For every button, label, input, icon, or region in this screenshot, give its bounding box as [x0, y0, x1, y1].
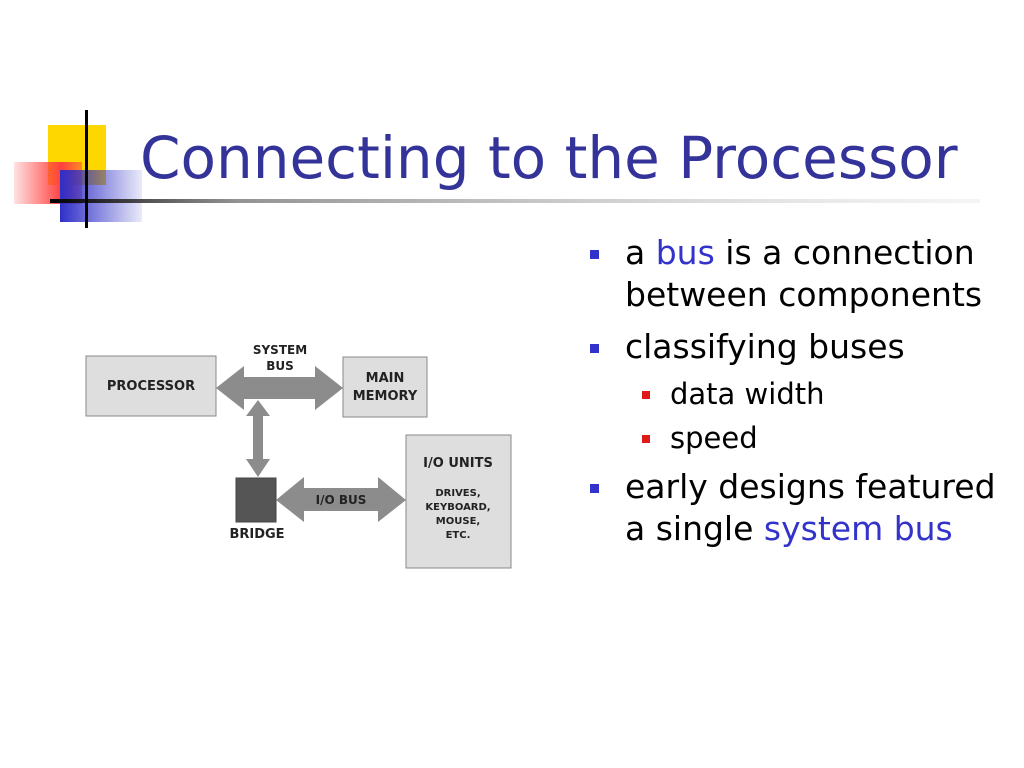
io-bus-label: I/O BUS [316, 493, 367, 507]
bullet-text: early designs featured a single [625, 467, 996, 548]
io-example-mouse: MOUSE, [436, 516, 480, 527]
io-units-box: I/O UNITS DRIVES, KEYBOARD, MOUSE, ETC. [405, 434, 512, 569]
bullet-early-designs: early designs featured a single system b… [586, 466, 1006, 550]
sub-bullet-list: data width speed [586, 372, 1006, 460]
square-sub-bullet-icon [642, 391, 650, 399]
slide-title: Connecting to the Processor [140, 124, 958, 192]
square-bullet-icon [590, 484, 599, 493]
title-decoration [14, 110, 980, 228]
processor-label: PROCESSOR [107, 379, 195, 394]
main-memory-label-line1: MAIN [366, 371, 405, 386]
system-bus-keyword: system bus [763, 509, 953, 548]
bullet-text: classifying buses [625, 327, 905, 366]
main-memory-box: MAIN MEMORY [342, 356, 428, 418]
sub-bullet-data-width: data width [586, 372, 1006, 416]
main-memory-label-line2: MEMORY [353, 389, 418, 404]
square-sub-bullet-icon [642, 435, 650, 443]
bus-keyword: bus [655, 233, 715, 272]
square-bullet-icon [590, 250, 599, 259]
bridge-box [235, 477, 277, 523]
bullet-bus-definition: a bus is a connection between components [586, 232, 1006, 316]
io-example-etc: ETC. [446, 530, 471, 541]
io-example-drives: DRIVES, [435, 488, 480, 499]
sub-bullet-text: data width [670, 377, 825, 411]
deco-horizontal-line [50, 199, 980, 203]
bullet-text: a [625, 233, 656, 272]
io-units-label: I/O UNITS [423, 456, 493, 471]
bridge-label: BRIDGE [229, 527, 284, 542]
bullet-text: is a connection between components [625, 233, 983, 314]
bus-diagram: PROCESSOR SYSTEM BUS MAIN MEMORY BRIDGE … [85, 343, 512, 569]
deco-vertical-line [85, 110, 88, 228]
sub-bullet-text: speed [670, 421, 758, 455]
system-bus-label-line1: SYSTEM [253, 343, 307, 357]
square-bullet-icon [590, 344, 599, 353]
deco-blue-square [60, 170, 142, 222]
io-example-keyboard: KEYBOARD, [425, 502, 490, 513]
sub-bullet-speed: speed [586, 416, 1006, 460]
processor-box: PROCESSOR [85, 355, 217, 417]
system-bus-arrow [216, 366, 343, 410]
bullet-list: a bus is a connection between components… [586, 232, 1006, 560]
system-bus-label-line2: BUS [266, 359, 294, 373]
io-bus-arrow [276, 477, 406, 522]
bridge-connection-arrow [246, 400, 270, 477]
bullet-classifying-buses: classifying buses [586, 326, 1006, 368]
